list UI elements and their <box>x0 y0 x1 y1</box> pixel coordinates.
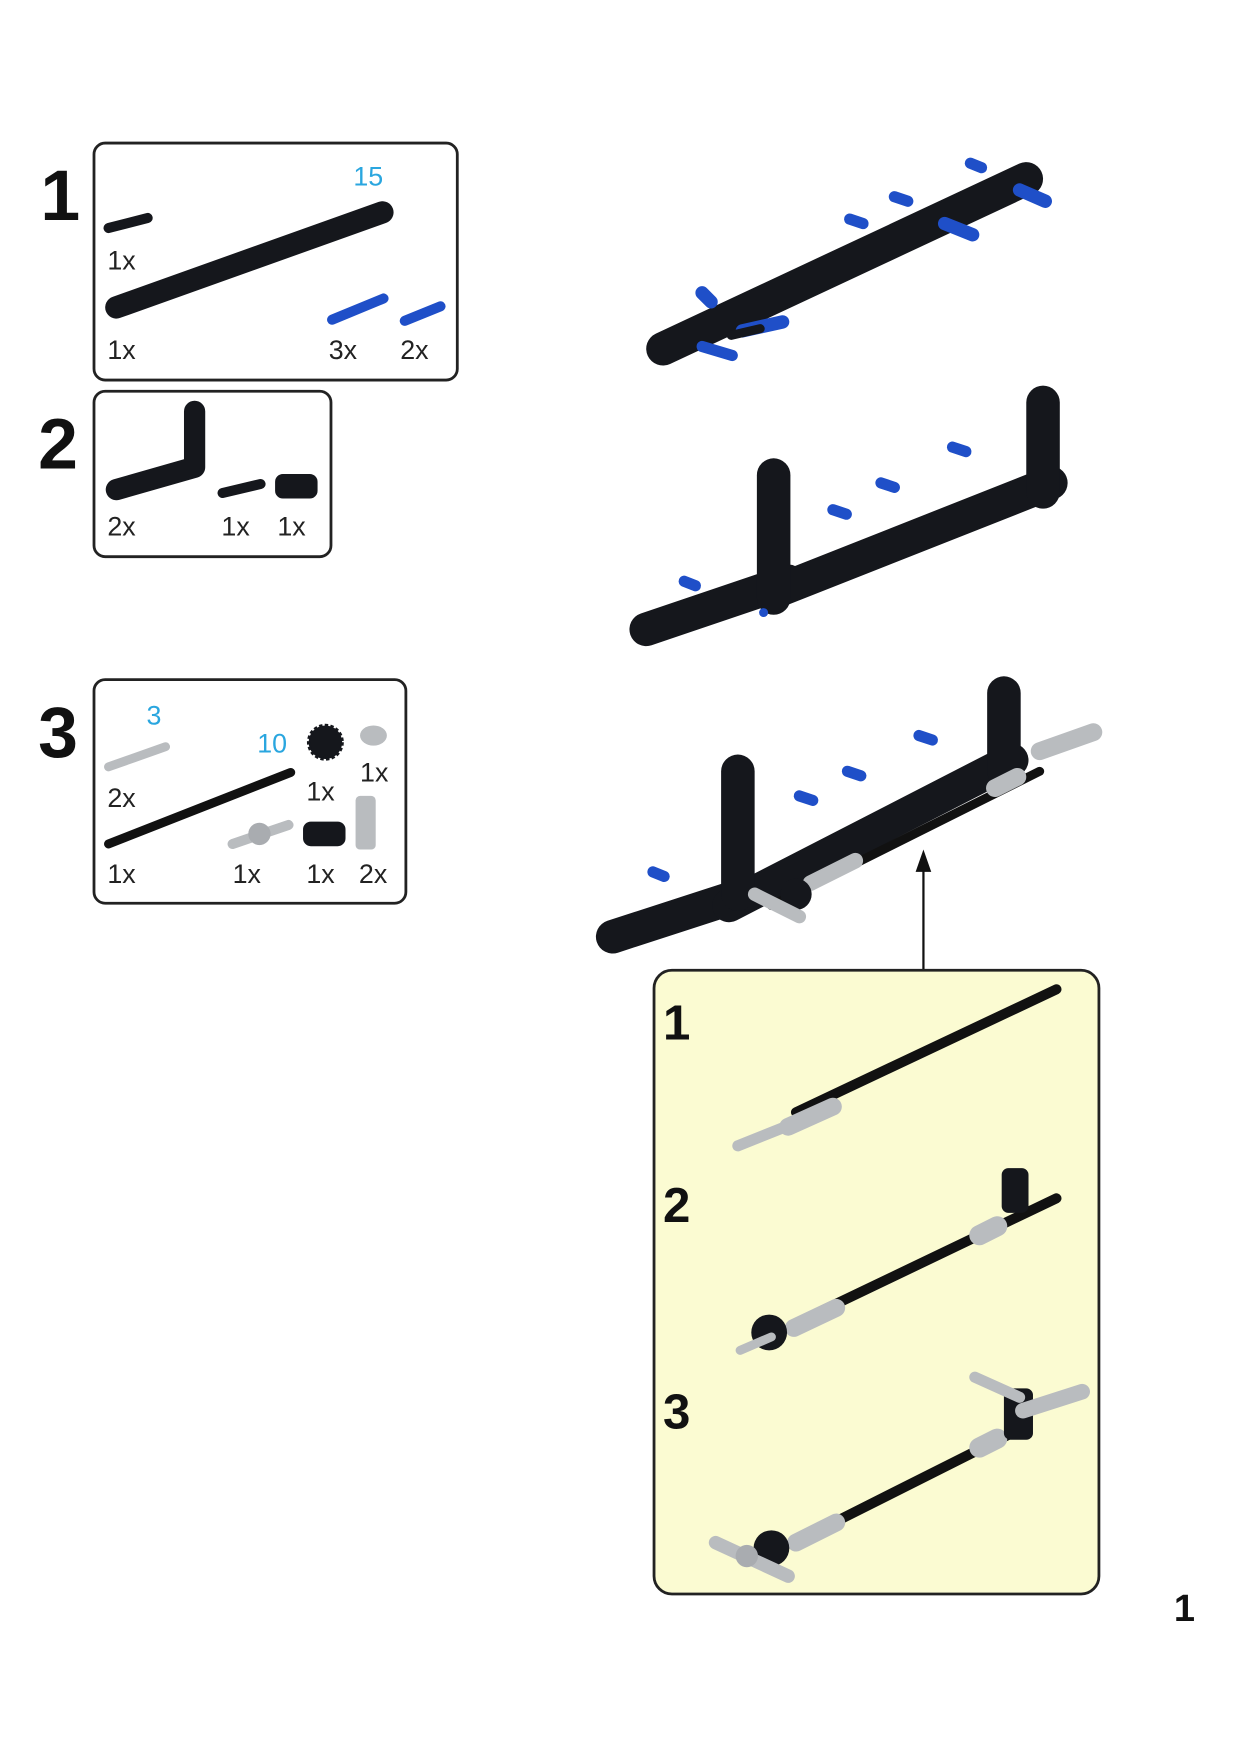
step-1-parts-box: 1x 15 1x 3x 2x <box>92 141 459 382</box>
subassembly-callout: 1 2 3 <box>652 968 1101 1596</box>
black-axle-qty: 1x <box>107 859 136 889</box>
blue-long-pin-icon <box>327 293 389 325</box>
substep-3-number: 3 <box>663 1385 690 1440</box>
black-axle-length: 10 <box>257 728 287 758</box>
blue-pin-icon <box>399 301 446 326</box>
black-pin-icon <box>217 478 266 498</box>
substep-3-illustration <box>708 1371 1090 1583</box>
step-2-parts-box: 2x 1x 1x <box>92 389 333 559</box>
l-beam-icon <box>105 400 206 501</box>
gray-axle-qty: 2x <box>107 783 136 813</box>
cylinder-icon <box>355 795 376 850</box>
pin-black-qty: 1x <box>107 245 136 275</box>
cylinder-qty: 2x <box>359 859 388 889</box>
step-3-parts-box: 3 2x 10 1x 1x 1x 1x 1x 2x <box>92 678 408 905</box>
joint-icon <box>227 819 294 849</box>
gray-axle-icon <box>104 742 171 772</box>
assembly-step-3-illustration <box>595 676 1103 954</box>
l-beam-qty: 2x <box>107 511 136 541</box>
joint-qty: 1x <box>233 859 262 889</box>
pin-black-qty: 1x <box>221 511 250 541</box>
gray-axle-length: 3 <box>147 700 162 730</box>
black-axle-icon <box>104 767 296 849</box>
step-3-number: 3 <box>38 693 78 773</box>
substep-1-number: 1 <box>663 996 690 1051</box>
page-number: 1 <box>1174 1588 1195 1630</box>
gear-icon <box>306 723 344 761</box>
substep-2-number: 2 <box>663 1178 690 1233</box>
step-2-number: 2 <box>38 404 78 484</box>
assembly-step-1-illustration <box>646 157 1052 366</box>
pin-blue-qty: 2x <box>400 335 429 365</box>
pin-blue-long-qty: 3x <box>329 335 358 365</box>
substep-2-illustration <box>735 1168 1062 1355</box>
beam-qty: 1x <box>107 335 136 365</box>
step-1-number: 1 <box>40 156 80 236</box>
bush-icon <box>360 725 387 746</box>
bush-qty: 1x <box>360 757 389 787</box>
connector-qty: 1x <box>277 511 306 541</box>
beam-15-icon <box>105 201 394 319</box>
connector-icon <box>303 821 346 847</box>
connector-icon <box>275 473 318 499</box>
assembly-step-2-illustration <box>629 385 1068 647</box>
gear-qty: 1x <box>306 776 335 806</box>
connector-qty: 1x <box>306 859 335 889</box>
substep-1-illustration <box>732 984 1062 1152</box>
beam-length-label: 15 <box>353 162 383 192</box>
attach-arrow <box>915 849 932 971</box>
black-pin-icon <box>103 212 153 234</box>
